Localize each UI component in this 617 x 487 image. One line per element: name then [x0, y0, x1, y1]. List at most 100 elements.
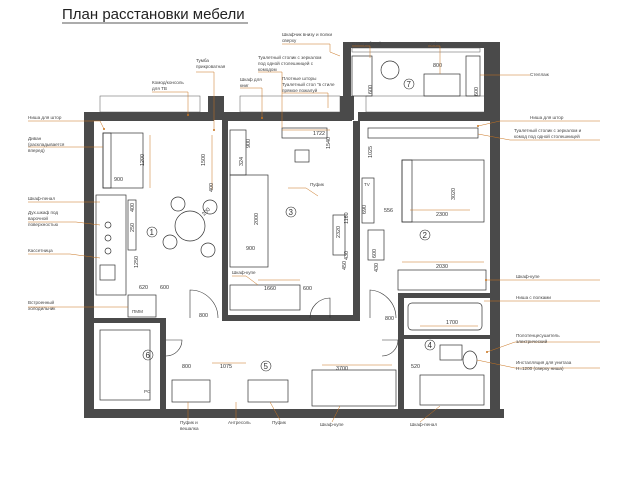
dim-1025: 1025 — [368, 146, 374, 158]
wardrobe-corridor — [229, 284, 301, 311]
dim-1250: 1250 — [134, 256, 140, 268]
walls — [84, 42, 504, 418]
label-shkafchik-1: Шкафчик внизу и полки — [282, 32, 332, 37]
room-number-5: 5 — [264, 362, 269, 371]
dim-600e: 600 — [474, 87, 480, 96]
window-balcony — [351, 47, 481, 53]
furniture — [95, 55, 487, 407]
doors — [165, 289, 399, 357]
dim-600c: 600 — [372, 249, 378, 258]
dimension-texts: 1722 1200 1500 400 324 200 2000 900 900 … — [114, 63, 480, 372]
leader-dukh — [28, 221, 101, 226]
wardrobe-bottom — [311, 369, 397, 407]
wall-north-2 — [222, 112, 352, 121]
callout-texts: Тумба прикроватная Комод/консоль для ТВ … — [28, 32, 582, 431]
wall-east — [490, 117, 500, 417]
label-shkafchik-2: сверху — [282, 38, 297, 43]
dim-400b: 400 — [130, 203, 136, 212]
wall-room3-2 — [353, 121, 360, 321]
label-shkaf-kupe-mid: Шкаф-купе — [232, 270, 256, 275]
label-polotentse-1: Полотенцесушитель — [516, 333, 560, 338]
wall-balcony-north — [343, 42, 490, 48]
dot-7 — [486, 351, 488, 353]
dim-2000a: 2000 — [254, 213, 260, 225]
wall-room6-top — [94, 318, 164, 323]
leader-nisha-right — [477, 120, 600, 127]
leader-lines — [28, 43, 600, 423]
label-nisha-polki: Ниша с полками — [516, 295, 551, 300]
label-tualet-top-1: Туалетный столик с зеркалом — [258, 54, 321, 60]
dot-4 — [261, 117, 263, 119]
wall-north-3 — [358, 112, 500, 121]
wall-balcony-west — [343, 45, 351, 117]
label-divan-1: Диван — [28, 136, 42, 141]
armchair-room2 — [367, 229, 385, 261]
label-divan-2: (раскладывается — [28, 142, 65, 147]
dim-3020: 3020 — [451, 188, 457, 200]
leader-shkaf-penal-bottom — [419, 405, 441, 423]
leader-shkaf-kupe-mid — [232, 275, 259, 286]
label-shkaf-knig-1: Шкаф для — [240, 77, 262, 82]
dim-800a: 800 — [199, 313, 208, 319]
dim-2300: 2300 — [436, 212, 448, 218]
bed-headboard — [401, 159, 413, 223]
desk-room3 — [281, 127, 328, 139]
window-room3 — [239, 95, 341, 113]
leader-pufik-bottom2 — [269, 401, 281, 421]
dim-900b: 900 — [114, 177, 123, 183]
room-marker-1 — [146, 226, 158, 238]
label-shkaf-kupe-right: Шкаф-купе — [516, 274, 540, 279]
nightstand — [229, 129, 247, 176]
label-polotentse-2: электрический — [516, 338, 548, 344]
balcony-chair — [380, 60, 400, 80]
label-pufik-bottom-1: Пуфик и — [180, 420, 198, 425]
chair-4 — [200, 242, 216, 258]
chair-2 — [202, 199, 218, 215]
pillar-1 — [208, 96, 224, 120]
dim-600d: 600 — [368, 85, 374, 94]
dim-600b: 600 — [303, 286, 312, 292]
dressing-table — [367, 127, 479, 139]
label-tumba-1: Тумба — [196, 58, 209, 63]
balcony-pouf — [423, 73, 461, 97]
pouf-corridor-1 — [171, 379, 211, 403]
pouf-corridor-2 — [247, 379, 289, 403]
wall-bath-west — [398, 294, 404, 414]
label-tualet-top-2: под одной столешницей с — [258, 60, 314, 66]
room-labels: 1 2 3 4 5 6 7 — [142, 78, 436, 372]
sofa — [102, 132, 144, 189]
room-number-7: 7 — [407, 80, 412, 89]
bathtub — [407, 302, 483, 331]
fridge — [127, 294, 157, 318]
dining-table — [174, 210, 206, 242]
bed-room3 — [229, 174, 269, 268]
leader-shkaf-knig — [240, 87, 263, 118]
hob-burner-1 — [104, 221, 112, 229]
label-shkaf-penal-bottom: Шкаф-пенал — [410, 422, 437, 427]
dim-1540: 1540 — [326, 137, 332, 149]
label-plotn-1: Плотные шторы — [282, 76, 316, 81]
label-plotn-3: прямое пожалуй — [282, 87, 318, 93]
leader-installyatsiya — [476, 359, 600, 369]
toilet — [462, 350, 478, 370]
label-tualet-right-1: Туалетный столик с зеркалом и — [514, 127, 582, 133]
balcony-shelf — [465, 55, 481, 97]
room-number-4: 4 — [428, 341, 433, 350]
dim-2320: 2320 — [336, 226, 342, 238]
sink — [99, 264, 116, 281]
dim-430b: 430 — [374, 263, 380, 272]
door-room3 — [309, 297, 331, 319]
dim-324: 324 — [239, 157, 245, 166]
dim-520: 520 — [411, 364, 420, 370]
wall-balcony-east — [484, 42, 500, 117]
label-tualet-right-2: комод под одной столешницей — [514, 133, 580, 139]
dim-200a: 200 — [201, 207, 212, 218]
label-installyatsiya-2: Н=1200 (сверху ниша) — [516, 366, 564, 371]
leader-tualet-right — [477, 133, 600, 141]
dot-1 — [103, 128, 105, 130]
dim-250: 250 — [130, 223, 136, 232]
dimension-lines — [149, 129, 484, 366]
label-tumba-2: прикроватная — [196, 64, 226, 69]
tv-stand-room2 — [361, 177, 375, 224]
